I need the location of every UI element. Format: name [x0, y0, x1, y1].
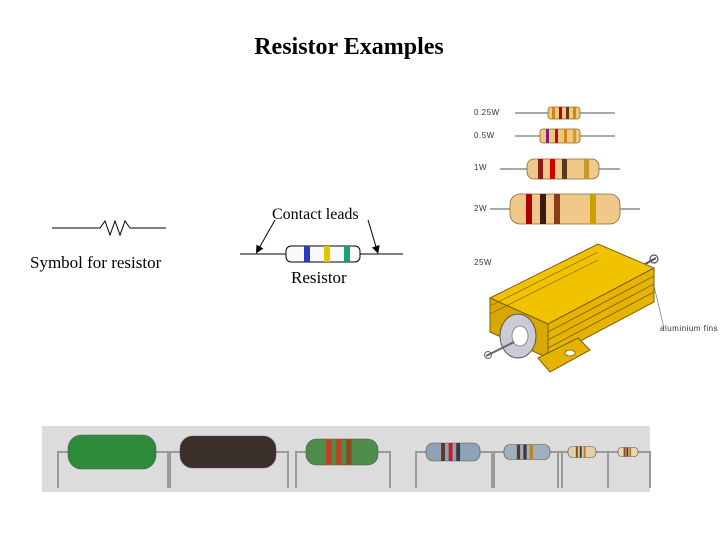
color-band [526, 194, 532, 224]
rating-label-25w: 25W [474, 258, 492, 267]
left-lead-arrow [256, 219, 276, 254]
photo-resistor-body [179, 435, 277, 469]
resistor-drawing-05w [515, 128, 615, 144]
resistor-symbol [52, 219, 166, 237]
color-band [441, 443, 445, 461]
resistor-lead [295, 451, 391, 488]
color-band [555, 129, 558, 143]
resistor-drawing-025w [515, 106, 615, 120]
color-band [554, 194, 560, 224]
slide-title: Resistor Examples [254, 34, 444, 60]
color-band [562, 159, 567, 179]
labeled-resistor-diagram [240, 219, 403, 263]
aluminium-fins-label: aluminium fins [660, 324, 719, 333]
color-band [564, 129, 567, 143]
color-band [523, 444, 527, 460]
resistor-lead [415, 451, 493, 488]
photo-resistor-body [567, 446, 597, 458]
photo-resistor-body [503, 444, 551, 460]
resistor-lead [607, 451, 651, 488]
resistor-lead [169, 451, 289, 488]
rating-label-1w: 1W [474, 163, 487, 172]
color-band [629, 447, 632, 457]
right-lead-arrow [367, 219, 380, 254]
symbol-caption: Symbol for resistor [30, 253, 162, 272]
color-band [546, 129, 549, 143]
color-band [584, 159, 589, 179]
color-band [566, 107, 569, 119]
color-band [346, 439, 352, 465]
color-band [623, 447, 626, 457]
color-band [540, 194, 546, 224]
resistor-lead [57, 451, 169, 488]
color-band [573, 129, 576, 143]
rating-label-025w: 0.25W [474, 108, 500, 117]
color-band [590, 194, 596, 224]
resistor-photo-strip [42, 426, 651, 492]
color-band [573, 107, 576, 119]
color-band [529, 444, 534, 460]
photo-resistor-body [305, 438, 379, 466]
color-band [344, 246, 350, 262]
color-band [575, 446, 578, 458]
photo-resistor-body [425, 442, 481, 462]
resistor-drawing-2w [490, 193, 640, 225]
resistor-drawing-1w [500, 158, 620, 180]
color-band [516, 444, 521, 460]
color-band [583, 446, 586, 458]
color-band [552, 107, 555, 119]
color-band [559, 107, 562, 119]
color-band [538, 159, 543, 179]
color-band [456, 443, 461, 461]
color-band [626, 447, 629, 457]
resistor-drawing-25w [484, 243, 665, 373]
rating-label-05w: 0.5W [474, 131, 495, 140]
rating-label-2w: 2W [474, 204, 487, 213]
color-band [336, 439, 342, 465]
color-band [579, 446, 582, 458]
color-band [326, 439, 332, 465]
contact-leads-label: Contact leads [272, 206, 359, 223]
color-band [324, 246, 330, 262]
color-band [550, 159, 555, 179]
color-band [448, 443, 453, 461]
photo-resistor-body [67, 434, 157, 470]
color-band [304, 246, 310, 262]
resistor-label: Resistor [291, 268, 347, 287]
